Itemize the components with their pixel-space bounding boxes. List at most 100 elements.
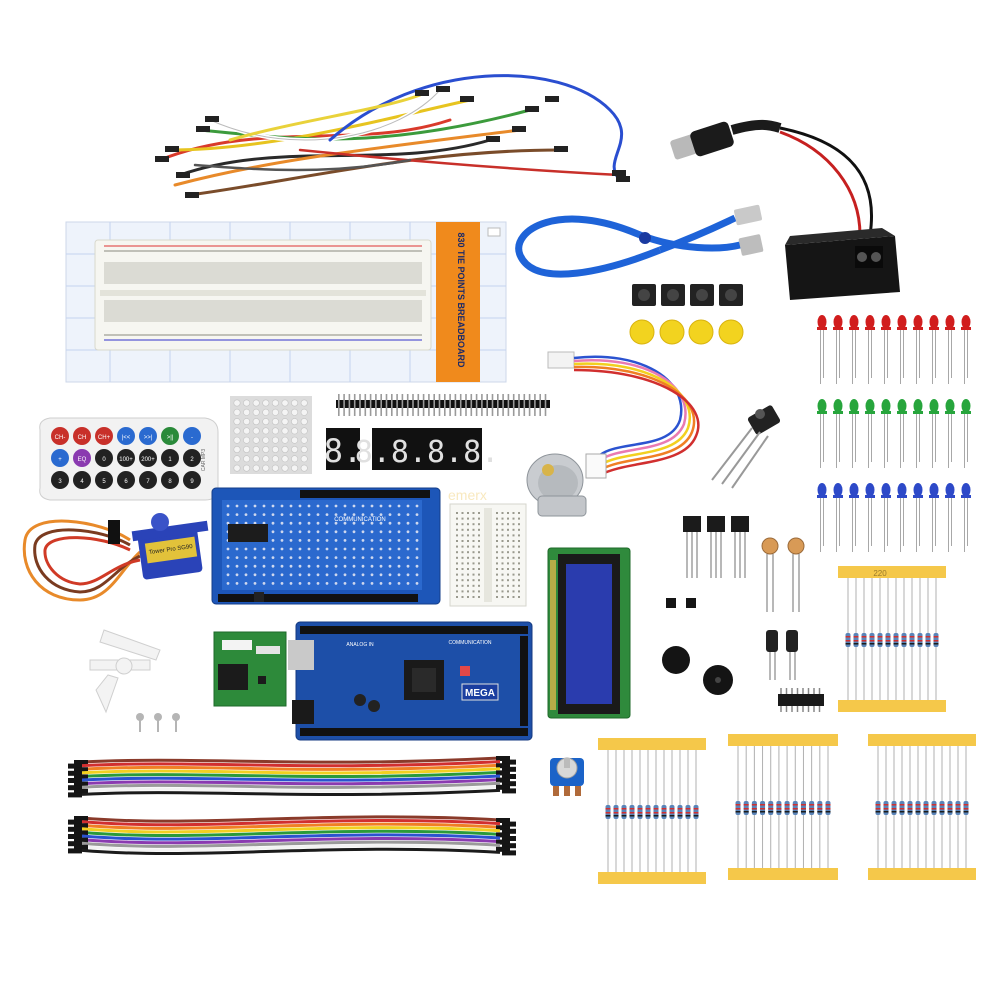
led [961, 483, 971, 552]
dupont-connector [74, 784, 510, 794]
pin-header-strip [336, 394, 550, 416]
breadboard-holes [104, 250, 422, 336]
ic-chip [778, 688, 824, 712]
dupont-connector [68, 848, 516, 856]
remote-key-label: 200+ [141, 457, 155, 463]
seven-segment-quad: 8.8.8.8. [355, 428, 500, 470]
led [897, 483, 907, 552]
proto-shield-label: COMMUNICATION [334, 517, 386, 523]
led [833, 315, 843, 384]
battery-holder-9v [785, 228, 900, 300]
servo-motor: Tower Pro SG90 [22, 513, 209, 602]
photoresistors [761, 537, 805, 612]
dc-barrel-plug [670, 119, 873, 236]
dupont-connector [68, 781, 516, 791]
dupont-connector [74, 756, 510, 765]
led [881, 483, 891, 552]
ir-receiver [711, 405, 781, 489]
usb-cable [515, 204, 764, 278]
remote-key: 3 [51, 471, 69, 489]
led [945, 315, 955, 384]
dupont-connector [74, 830, 510, 838]
prototype-shield: COMMUNICATION [211, 487, 441, 605]
resistor-tapes [598, 566, 976, 884]
remote-key: CH- [51, 427, 69, 445]
led [833, 483, 843, 552]
dupont-connector [74, 777, 510, 787]
lcd-1602-module [547, 547, 631, 719]
led [817, 483, 827, 552]
remote-key: + [51, 449, 69, 467]
resistor-tape-value: 220 [873, 569, 887, 578]
servo-horns [89, 629, 161, 714]
breadboard-pack-label: 830 TIE POINTS BREADBOARD [456, 232, 466, 368]
remote-key: 100+ [117, 449, 135, 467]
led [833, 399, 843, 468]
remote-key-label: 9 [190, 479, 194, 485]
led [897, 399, 907, 468]
remote-key-label: >|| [167, 435, 174, 441]
remote-key-label: EQ [78, 457, 87, 463]
remote-key-label: CH [78, 435, 87, 441]
remote-key-label: |<< [122, 435, 131, 441]
remote-key: 2 [183, 449, 201, 467]
remote-key-label: 0 [102, 457, 106, 463]
remote-key-label: 6 [124, 479, 128, 485]
jumper-pins [155, 86, 630, 198]
blue-leds [817, 483, 971, 552]
dupont-connector [74, 770, 510, 780]
resistor-tape [868, 734, 976, 880]
remote-key: CH [73, 427, 91, 445]
led [961, 399, 971, 468]
dupont-connector [68, 759, 516, 769]
led [865, 315, 875, 384]
seven-segment-quad-digits: 8.8.8.8. [355, 435, 500, 470]
led [849, 399, 859, 468]
remote-key-label: 3 [58, 479, 62, 485]
led [881, 399, 891, 468]
dupont-connector [68, 766, 516, 776]
remote-key-label: >>| [144, 435, 153, 441]
remote-key: 8 [161, 471, 179, 489]
dupont-connector [68, 826, 516, 834]
push-buttons [629, 284, 744, 345]
dupont-connector [68, 774, 516, 783]
transistors [683, 516, 749, 578]
led [865, 483, 875, 552]
watermark-text: emerx [448, 487, 487, 503]
remote-key: EQ [73, 449, 91, 467]
led [881, 315, 891, 384]
seven-segment-single-digit: 8. [324, 432, 363, 470]
remote-key-label: 1 [168, 457, 172, 463]
remote-key: CH+ [95, 427, 113, 445]
remote-key: 0 [95, 449, 113, 467]
led [913, 399, 923, 468]
remote-key-label: + [58, 457, 62, 463]
red-leds [817, 315, 971, 384]
potentiometer [550, 757, 584, 796]
led [849, 315, 859, 384]
jumper-caps [666, 598, 696, 608]
remote-key-label: 100+ [119, 457, 133, 463]
green-leds [817, 399, 971, 468]
mega-board: MEGA COMMUNICATION ANALOG IN [288, 621, 533, 741]
remote-key: 4 [73, 471, 91, 489]
remote-key-label: CH- [55, 435, 66, 441]
led [929, 483, 939, 552]
dupont-connector [74, 823, 510, 831]
remote-key-label: 8 [168, 479, 172, 485]
jumper-wires-bundle [158, 74, 624, 197]
dupont-connector [74, 816, 510, 823]
mega-logo: MEGA [465, 688, 495, 699]
led [817, 315, 827, 384]
dupont-connector [68, 788, 516, 798]
remote-key-label: 2 [190, 457, 194, 463]
led [961, 315, 971, 384]
seven-segment-single: 8. [324, 428, 363, 470]
stepper-motor [526, 351, 700, 517]
remote-brand: CAR MP3 [201, 449, 207, 471]
led [913, 315, 923, 384]
led [817, 399, 827, 468]
breadboard-package: 830 TIE POINTS BREADBOARD [65, 221, 507, 383]
